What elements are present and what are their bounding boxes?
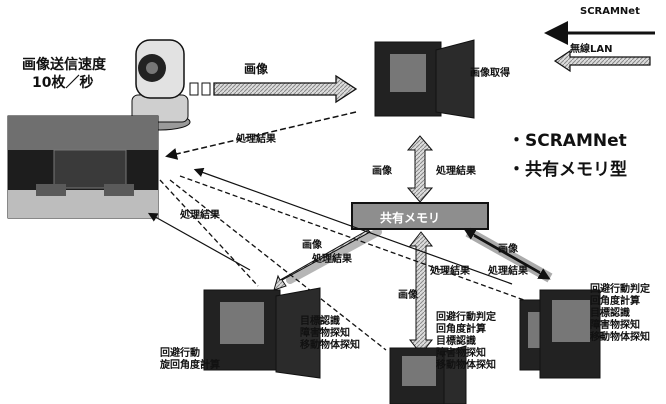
pc-right-task: 移動物体探知 [590,332,650,344]
pc-right-task: 障害物探知 [590,320,650,332]
pc-left-task: 旋回角度計算 [160,360,220,372]
pc-left-tasks: 回避行動 旋回角度計算 [160,348,220,372]
pc-left-task: 回避行動 [160,348,220,360]
pc-right-task: 回角度計算 [590,296,650,308]
pc-mid-left-tasks: 目標認識 障害物探知 移動物体探知 [300,316,360,352]
label-result-left-mem: 処理結果 [312,250,352,265]
label-image-top: 画像 [244,60,268,77]
shared-memory-label: 共有メモリ [380,209,440,226]
pc-mid-right-task: 障害物探知 [436,348,496,360]
label-result-robot: 処理結果 [236,130,276,145]
pc-mid-left-task: 障害物探知 [300,328,360,340]
note-shared-memory: ・共有メモリ型 [508,155,627,180]
camera-rate-title-line1: 画像送信速度 [22,56,106,74]
legend-scramnet-label: SCRAMNet [580,6,640,17]
note-scramnet: ・SCRAMNet [508,126,627,151]
pc-mid-right-task: 回避行動判定 [436,312,496,324]
label-result-center: 処理結果 [436,162,476,177]
pc-mid-right-task: 目標認識 [436,336,496,348]
label-result-left: 処理結果 [180,206,220,221]
image-acquisition-pc-icon [375,40,474,118]
label-image-center: 画像 [372,162,392,177]
pc-right-tasks: 回避行動判定 回角度計算 目標認識 障害物探知 移動物体探知 [590,284,650,344]
pc-right-task: 目標認識 [590,308,650,320]
label-result-right: 処理結果 [488,262,528,277]
pc-mid-right-tasks: 回避行動判定 回角度計算 目標認識 障害物探知 移動物体探知 [436,312,496,372]
label-image-bottom: 画像 [398,286,418,301]
pc-mid-left-task: 移動物体探知 [300,340,360,352]
pc-mid-right-task: 回角度計算 [436,324,496,336]
label-image-left: 画像 [302,236,322,251]
pc-mid-left-task: 目標認識 [300,316,360,328]
legend-wireless-label: 無線LAN [570,40,612,55]
label-result-mid: 処理結果 [430,262,470,277]
robot-photo [8,116,158,218]
pc-mid-right-task: 移動物体探知 [436,360,496,372]
camera-rate-title-line2: 10枚／秒 [32,74,93,92]
label-image-acquire: 画像取得 [470,64,510,79]
pc-right-task: 回避行動判定 [590,284,650,296]
label-image-right: 画像 [498,240,518,255]
image-transfer-arrow [190,76,356,102]
server-memory-arrow [408,136,432,202]
